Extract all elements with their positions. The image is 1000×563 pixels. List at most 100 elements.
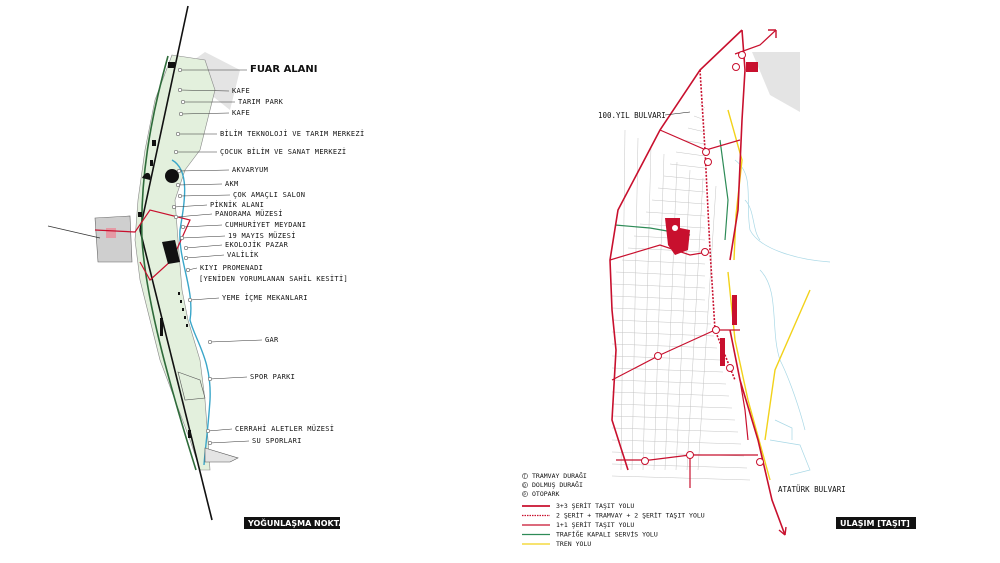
legend-point-letter: P — [523, 492, 526, 497]
label-anchor-point — [180, 224, 186, 230]
legend-point-label: DOLMUŞ DURAĞI — [532, 480, 583, 489]
left-title-text: YOĞUNLAŞMA NOKTALARI — [247, 517, 365, 528]
street-grid — [611, 103, 751, 481]
right-map — [609, 29, 831, 536]
map-label: KAFE — [232, 87, 250, 95]
stop-circle — [756, 458, 764, 466]
map-label: FUAR ALANI — [250, 64, 318, 75]
label-anchor-point — [177, 67, 183, 73]
map-label: ÇOCUK BİLİM VE SANAT MERKEZİ — [220, 147, 346, 156]
label-anchor-point — [178, 111, 184, 117]
map-label: SPOR PARKI — [250, 373, 295, 381]
right-map-title: ULAŞIM [TAŞIT] — [836, 517, 916, 529]
road-name-south: ATATÜRK BULVARI — [778, 485, 846, 494]
legend-line-label: 1+1 ŞERİT TAŞIT YOLU — [556, 520, 634, 529]
label-anchor-point — [176, 168, 182, 174]
spor-parki-outline — [177, 371, 206, 401]
building-gar — [160, 318, 163, 336]
label-anchor-point — [207, 440, 213, 446]
blue-coastline — [171, 159, 211, 466]
building-cerrahi — [188, 430, 191, 438]
yeme-icme-markers — [178, 292, 188, 327]
left-map — [47, 5, 240, 521]
stop-circle — [654, 352, 662, 360]
building-valilik — [162, 240, 180, 264]
legend-point-symbol — [522, 491, 528, 497]
leader-line — [185, 254, 225, 259]
stop-circle — [701, 248, 709, 256]
service-road — [719, 139, 729, 241]
legend-point-symbol — [522, 473, 528, 479]
building-panorama — [138, 212, 142, 217]
right-title-text: ULAŞIM [TAŞIT] — [840, 519, 910, 528]
leader-line — [182, 224, 223, 228]
map-label: AKVARYUM — [232, 166, 268, 174]
stop-circles — [641, 51, 764, 466]
leader-line — [209, 440, 250, 444]
building-akm — [142, 172, 151, 180]
label-anchor-point — [183, 255, 189, 261]
label-anchor-point — [175, 131, 181, 137]
legend-point-letter: T — [523, 474, 526, 479]
map-label: AKM — [225, 180, 239, 188]
legend-point-label: TRAMVAY DURAĞI — [532, 471, 587, 480]
legend: T TRAMVAY DURAĞI D DOLMUŞ DURAĞI P OTOPARK 3+3… — [522, 471, 705, 548]
aquarium-dome — [165, 169, 179, 183]
mid-red-strip — [720, 338, 725, 366]
map-label: PANORAMA MÜZESİ — [215, 209, 283, 218]
west-pink-spot — [106, 228, 116, 238]
label-anchor-point — [207, 376, 213, 382]
stop-circle — [738, 51, 746, 59]
map-label: 19 MAYIS MÜZESİ — [228, 231, 296, 240]
leader-line — [181, 235, 226, 239]
leader-line — [179, 89, 230, 92]
map-label: GAR — [265, 336, 279, 344]
leader-line — [185, 244, 223, 249]
map-label: VALİLİK — [227, 250, 259, 259]
stop-circle — [704, 158, 712, 166]
north-arrow — [768, 29, 777, 38]
east-red-strip — [732, 295, 737, 325]
building-fuar — [168, 62, 175, 68]
map-label: KIYI PROMENADI — [200, 264, 263, 272]
label-anchor-point — [187, 297, 193, 303]
label-anchor-point — [177, 193, 183, 199]
green-promenade-path — [140, 55, 197, 471]
stop-circle — [686, 451, 694, 459]
legend-line-label: TREN YOLU — [556, 540, 591, 548]
west-building-block — [94, 215, 133, 263]
leader-line — [207, 428, 233, 432]
stop-circle — [641, 457, 649, 465]
map-label: PİKNİK ALANI — [210, 200, 264, 209]
red-route — [94, 209, 191, 281]
label-anchor-point — [175, 182, 181, 188]
leader-line — [175, 213, 213, 218]
left-map-title: YOĞUNLAŞMA NOKTALARI — [244, 517, 365, 529]
legend-line-label: TRAFİĞE KAPALI SERVİS YOLU — [556, 530, 658, 539]
label-anchor-point — [205, 428, 211, 434]
legend-point-label: OTOPARK — [532, 490, 559, 498]
map-label: YEME İÇME MEKANLARI — [222, 293, 308, 302]
leader-line — [209, 339, 263, 343]
label-anchor-point — [177, 87, 183, 93]
port-gray-area — [752, 52, 800, 112]
stop-circle — [712, 326, 720, 334]
map-label: KAFE — [232, 109, 250, 117]
leader-line — [173, 204, 208, 208]
legend-line-label: 2 ŞERİT + TRAMVAY + 2 ŞERİT TAŞIT YOLU — [556, 511, 705, 520]
leader-line — [178, 169, 230, 172]
legend-line-label: 3+3 ŞERİT TAŞIT YOLU — [556, 501, 634, 510]
road-name-north: 100.YIL BULVARI — [598, 111, 666, 120]
legend-point-letter: D — [523, 483, 526, 488]
building-cocuk — [150, 160, 153, 166]
legend-point-symbol — [522, 482, 528, 488]
rail-line-east — [764, 289, 811, 441]
label-anchor-point — [179, 235, 185, 241]
south-arrow — [778, 526, 787, 536]
north-red-building — [746, 62, 758, 72]
map-label: ÇOK AMAÇLI SALON — [233, 191, 305, 199]
map-label: CERRAHİ ALETLER MÜZESİ — [235, 424, 334, 433]
label-anchor-point — [173, 149, 179, 155]
rail-line-south — [727, 271, 771, 481]
